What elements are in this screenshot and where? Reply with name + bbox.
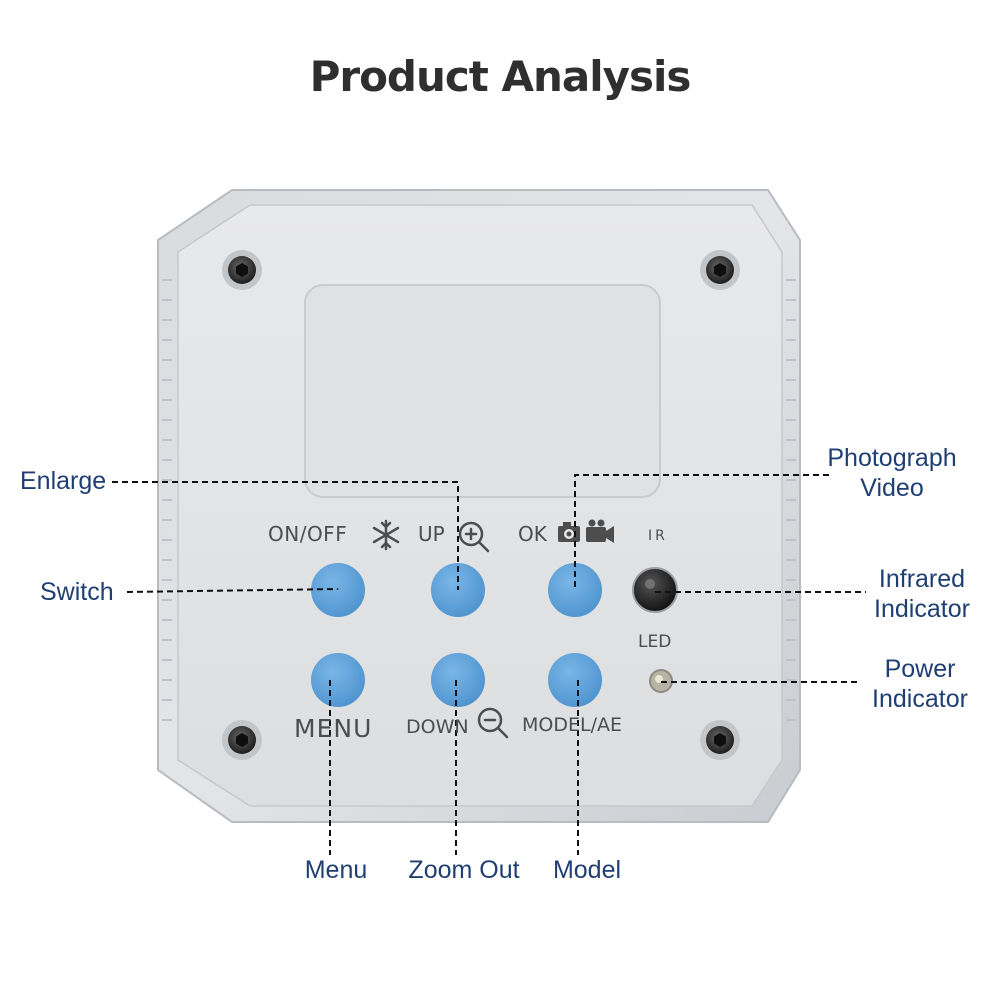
leader-photograph	[574, 474, 829, 590]
leader-lines	[112, 474, 866, 855]
callout-power: Power	[884, 655, 956, 683]
right-grip	[786, 279, 796, 721]
menu-button	[311, 653, 365, 707]
left-grip	[162, 279, 172, 721]
callout-photograph: Photograph	[827, 444, 957, 472]
label-up: UP	[418, 522, 445, 546]
screw-top-right-icon	[700, 250, 740, 290]
down-button	[431, 653, 485, 707]
label-recess	[304, 284, 661, 498]
callout-infrared: Infrared	[878, 565, 966, 593]
callout-switch: Switch	[40, 578, 114, 606]
callout-infrared-indicator: Indicator	[874, 595, 970, 623]
label-ir: IR	[648, 528, 668, 544]
screw-bottom-left-icon	[222, 720, 262, 760]
callout-enlarge: Enlarge	[20, 467, 107, 495]
label-down: DOWN	[406, 716, 469, 738]
screw-bottom-right-icon	[700, 720, 740, 760]
callout-zoom-out: Zoom Out	[408, 856, 520, 884]
label-led: LED	[638, 632, 672, 652]
label-model-ae: MODEL/AE	[522, 714, 622, 736]
page-title: Product Analysis	[309, 52, 692, 101]
screw-top-left-icon	[222, 250, 262, 290]
label-ok: OK	[518, 522, 547, 546]
zoom-in-icon	[458, 521, 490, 553]
zoom-out-icon	[477, 707, 509, 739]
ok-button	[548, 563, 602, 617]
callout-model: Model	[552, 856, 622, 884]
callout-menu: Menu	[304, 856, 368, 884]
leader-enlarge	[112, 481, 459, 590]
label-on-off: ON/OFF	[268, 522, 348, 546]
infrared-indicator	[632, 567, 678, 613]
callout-video: Video	[860, 474, 924, 502]
callout-power-indicator: Indicator	[872, 685, 968, 713]
camera-icon	[558, 522, 580, 542]
video-camera-icon	[586, 519, 614, 543]
snowflake-icon	[372, 519, 400, 551]
model-ae-button	[548, 653, 602, 707]
leader-switch	[126, 588, 339, 593]
label-menu: MENU	[294, 714, 373, 743]
